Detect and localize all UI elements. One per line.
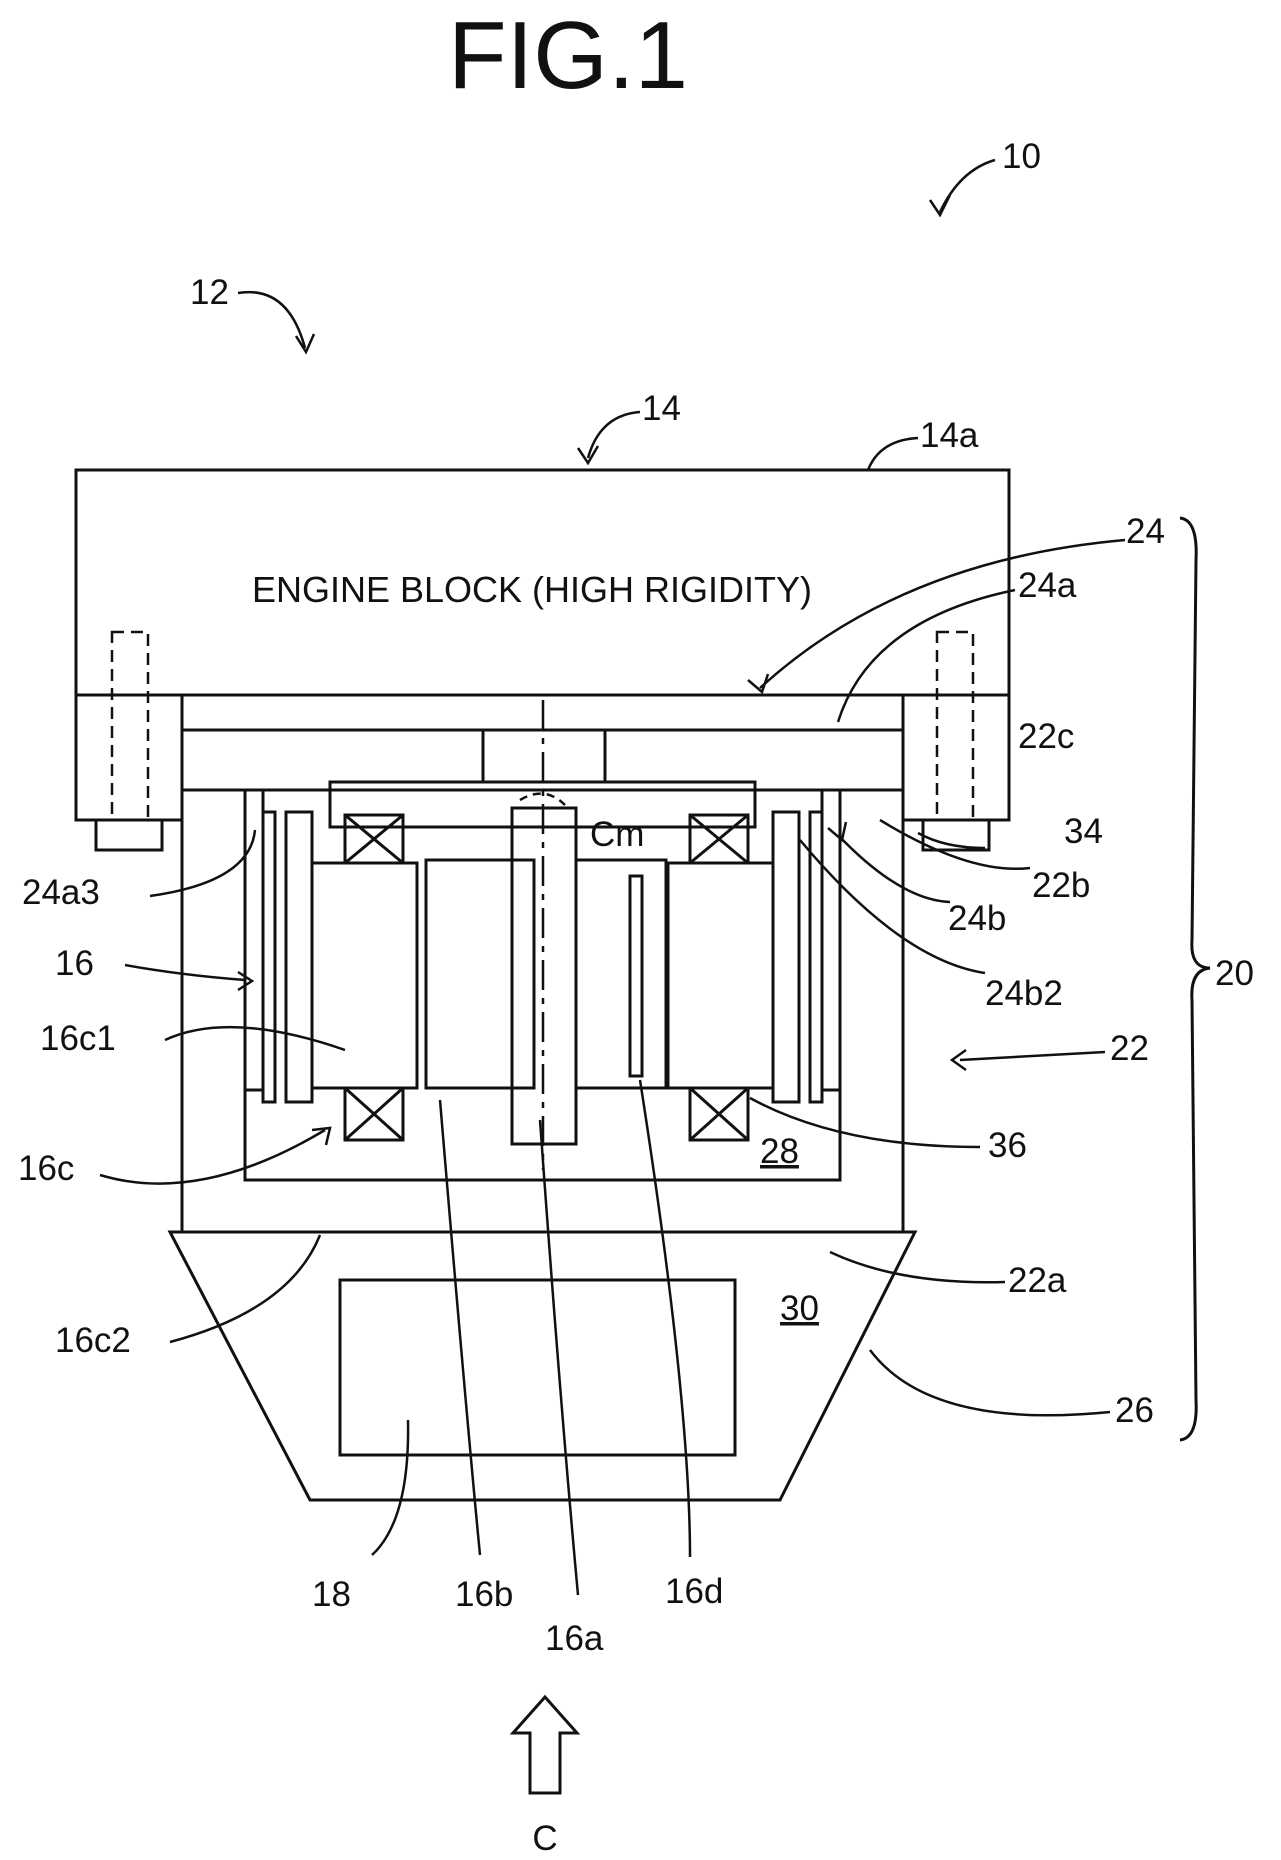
label-22b: 22b xyxy=(1032,866,1090,905)
figure-title: FIG.1 xyxy=(448,2,688,109)
label-cm: Cm xyxy=(590,815,644,854)
label-16d: 16d xyxy=(665,1572,723,1611)
label-30: 30 xyxy=(780,1289,819,1328)
label-20: 20 xyxy=(1215,954,1254,993)
label-14a: 14a xyxy=(920,416,979,455)
controller-18 xyxy=(340,1280,735,1455)
label-28: 28 xyxy=(760,1132,799,1171)
label-24a: 24a xyxy=(1018,566,1077,605)
sensor-16d xyxy=(630,876,642,1076)
label-12: 12 xyxy=(190,273,229,312)
label-16c2: 16c2 xyxy=(55,1321,131,1360)
label-c: C xyxy=(532,1819,557,1858)
base-26 xyxy=(170,1232,915,1500)
label-18: 18 xyxy=(312,1575,351,1614)
label-16a: 16a xyxy=(545,1619,604,1658)
label-24a3: 24a3 xyxy=(22,873,100,912)
label-22a: 22a xyxy=(1008,1261,1067,1300)
engine-block-text: ENGINE BLOCK (HIGH RIGIDITY) xyxy=(252,569,812,610)
label-26: 26 xyxy=(1115,1391,1154,1430)
label-10: 10 xyxy=(1002,137,1041,176)
label-22: 22 xyxy=(1110,1029,1149,1068)
view-arrow-c xyxy=(513,1697,577,1793)
label-22c: 22c xyxy=(1018,717,1074,756)
label-24b2: 24b2 xyxy=(985,974,1063,1013)
label-16b: 16b xyxy=(455,1575,513,1614)
label-16c: 16c xyxy=(18,1149,74,1188)
label-24b: 24b xyxy=(948,899,1006,938)
label-16: 16 xyxy=(55,944,94,983)
bracket-20 xyxy=(1180,518,1210,1440)
leader-lines xyxy=(100,160,1125,1595)
label-14: 14 xyxy=(642,389,681,428)
label-16c1: 16c1 xyxy=(40,1019,116,1058)
label-36: 36 xyxy=(988,1126,1027,1165)
label-34: 34 xyxy=(1064,812,1103,851)
label-24: 24 xyxy=(1126,512,1165,551)
